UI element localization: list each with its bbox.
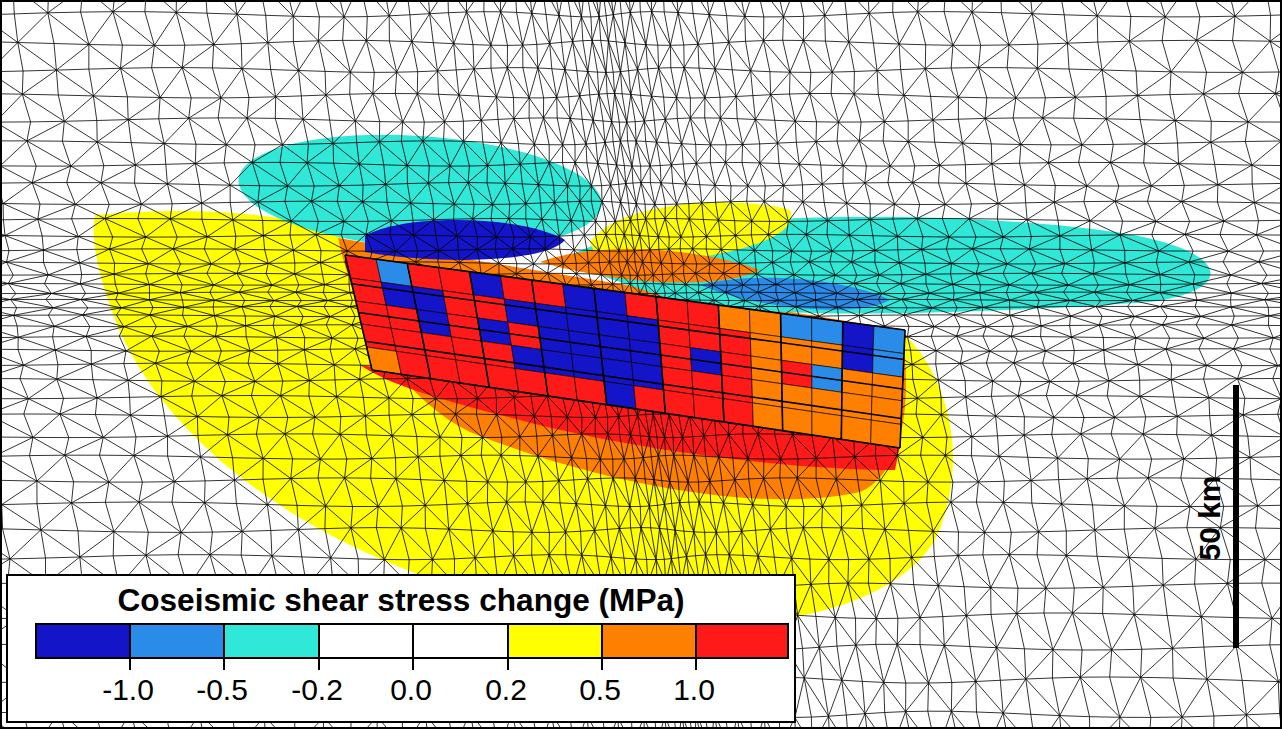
stress-field	[94, 123, 1211, 625]
colorbar-title: Coseismic shear stress change (MPa)	[8, 583, 794, 618]
tick-label: -1.0	[102, 675, 154, 705]
scale-label: 50 km	[1195, 475, 1225, 560]
tick-label: -0.5	[196, 675, 248, 705]
scale-bar	[1233, 385, 1239, 648]
tick-label: -0.2	[291, 675, 343, 705]
tick-label: 0.2	[485, 675, 527, 705]
fault-plane	[345, 255, 905, 448]
tick-label: 1.0	[673, 675, 715, 705]
tick-label: 0.5	[579, 675, 621, 705]
tick-label: 0.0	[390, 675, 432, 705]
